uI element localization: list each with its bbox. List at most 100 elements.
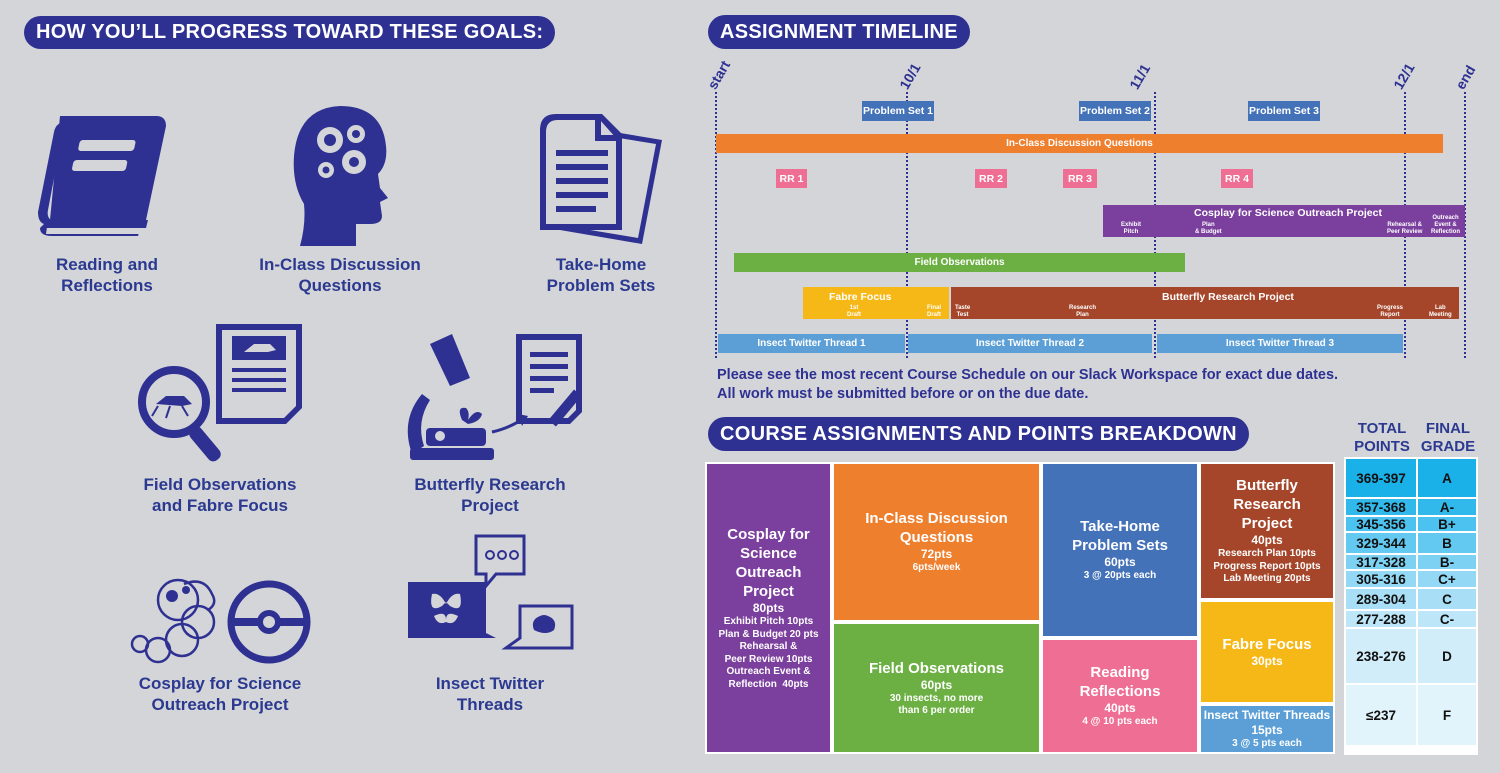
- cosplay-bar: Cosplay for Science Outreach Project Exh…: [1103, 205, 1465, 237]
- tm-field: Field Observations 60pts 30 insects, no …: [832, 622, 1041, 754]
- tm-twitter: Insect Twitter Threads 15pts 3 @ 5 pts e…: [1199, 704, 1335, 754]
- tm-fabre-title: Fabre Focus: [1222, 636, 1312, 653]
- grade-letter-cell: C+: [1418, 571, 1476, 587]
- butterfly-bar-title: Butterfly Research Project: [1162, 291, 1294, 303]
- goal-discussion-line2: Questions: [298, 276, 382, 295]
- tm-field-points: 60pts: [920, 677, 953, 692]
- goal-butterfly-label: Butterfly Research Project: [400, 474, 580, 516]
- tm-reading-details: 4 @ 10 pts each: [1082, 716, 1158, 728]
- rr-4-chip: RR 4: [1221, 169, 1253, 188]
- grade-header-grade: FINAL GRADE: [1420, 420, 1476, 455]
- tick-line-oct: [906, 92, 908, 358]
- fabre-sub-final: Final Draft: [927, 305, 942, 318]
- grade-letter-cell: A-: [1418, 499, 1476, 515]
- book-icon: [38, 116, 166, 236]
- cosplay-sub-rehearsal: Rehearsal & Peer Review: [1387, 222, 1423, 235]
- grade-points-cell: 369-397: [1346, 459, 1416, 497]
- rr-3-chip: RR 3: [1063, 169, 1097, 188]
- rr-1-chip: RR 1: [776, 169, 807, 188]
- grade-letter-cell: D: [1418, 629, 1476, 683]
- grade-letter-cell: C: [1418, 589, 1476, 609]
- tm-twitter-title: Insect Twitter Threads: [1203, 707, 1331, 722]
- chat-bubbles-icon: [408, 534, 574, 650]
- butterfly-sub-progress: Progress Report: [1377, 305, 1404, 318]
- tm-butterfly-details: Research Plan 10pts Progress Report 10pt…: [1213, 548, 1321, 585]
- tm-problemsets-title: Take-Home Problem Sets: [1072, 518, 1168, 555]
- twitter-thread-3-bar: Insect Twitter Thread 3: [1157, 334, 1403, 353]
- fabre-bar-title: Fabre Focus: [829, 291, 892, 303]
- progress-header-text: HOW YOU’LL PROGRESS TOWARD THESE GOALS:: [36, 21, 544, 43]
- goal-discussion-label: In-Class Discussion Questions: [240, 254, 440, 296]
- tm-field-details: 30 insects, no more than 6 per order: [889, 692, 984, 717]
- tm-reading-points: 40pts: [1104, 701, 1136, 716]
- cosplay-bar-title: Cosplay for Science Outreach Project: [1194, 207, 1382, 219]
- tick-label-start: start: [704, 57, 734, 92]
- tm-discussion-points: 72pts: [920, 547, 953, 562]
- grade-points-cell: 277-288: [1346, 611, 1416, 627]
- tick-label-end: end: [1452, 62, 1479, 92]
- breakdown-header-text: COURSE ASSIGNMENTS AND POINTS BREAKDOWN: [720, 422, 1237, 445]
- documents-icon: [540, 114, 662, 244]
- goal-butterfly-line2: Project: [461, 496, 519, 515]
- goal-reading-line2: Reflections: [61, 276, 153, 295]
- grade-points-cell: 329-344: [1346, 533, 1416, 553]
- caterpillar-pokeball-icon: [130, 578, 311, 664]
- twitter-thread-2-bar: Insect Twitter Thread 2: [908, 334, 1152, 353]
- goal-reading-line1: Reading and: [55, 255, 158, 274]
- problem-set-3-chip: Problem Set 3: [1248, 101, 1320, 121]
- tm-twitter-points: 15pts: [1251, 722, 1283, 737]
- goal-field-line2: and Fabre Focus: [151, 496, 289, 515]
- timeline-note: Please see the most recent Course Schedu…: [717, 366, 1338, 404]
- tm-butterfly: Butterfly Research Project 40pts Researc…: [1199, 462, 1335, 600]
- tm-problemsets-points: 60pts: [1104, 555, 1136, 570]
- goal-reading-label: Reading and Reflections: [22, 254, 192, 296]
- grade-points-cell: 305-316: [1346, 571, 1416, 587]
- timeline-header: ASSIGNMENT TIMELINE: [708, 15, 970, 49]
- tick-label-dec: 12/1: [1390, 60, 1418, 92]
- problem-set-2-chip: Problem Set 2: [1079, 101, 1151, 121]
- goal-cosplay-line1: Cosplay for Science: [138, 674, 302, 693]
- tm-discussion-details: 6pts/week: [912, 562, 961, 574]
- goal-twitter-label: Insect Twitter Threads: [400, 673, 580, 715]
- goal-twitter-line1: Insect Twitter: [435, 674, 545, 693]
- problem-set-1-chip: Problem Set 1: [862, 101, 934, 121]
- timeline-header-text: ASSIGNMENT TIMELINE: [720, 20, 958, 43]
- goal-butterfly-line1: Butterfly Research: [414, 475, 566, 494]
- tm-fabre: Fabre Focus 30pts: [1199, 600, 1335, 704]
- grade-points-cell: 289-304: [1346, 589, 1416, 609]
- field-observations-bar: Field Observations: [734, 253, 1185, 272]
- tm-cosplay: Cosplay for Science Outreach Project 80p…: [705, 462, 832, 754]
- goal-cosplay-label: Cosplay for Science Outreach Project: [120, 673, 320, 715]
- tm-discussion-title: In-Class Discussion Questions: [865, 510, 1008, 547]
- tm-problemsets: Take-Home Problem Sets 60pts 3 @ 20pts e…: [1041, 462, 1199, 638]
- cosplay-sub-pitch: Exhibit Pitch: [1121, 222, 1142, 235]
- butterfly-sub-plan: Research Plan: [1069, 305, 1097, 318]
- goal-field-line1: Field Observations: [143, 475, 297, 494]
- rr-2-chip: RR 2: [975, 169, 1007, 188]
- grade-points-cell: 357-368: [1346, 499, 1416, 515]
- tick-label-oct: 10/1: [896, 60, 924, 92]
- fabre-sub-first: 1st Draft: [847, 305, 862, 318]
- tick-line-end: [1464, 92, 1466, 358]
- tm-discussion: In-Class Discussion Questions 72pts 6pts…: [832, 462, 1041, 622]
- grade-points-cell: 317-328: [1346, 555, 1416, 570]
- microscope-butterfly-icon: [407, 334, 582, 460]
- goal-twitter-line2: Threads: [456, 695, 524, 714]
- tm-field-title: Field Observations: [868, 659, 1005, 677]
- timeline-note-line1: Please see the most recent Course Schedu…: [717, 367, 1339, 383]
- butterfly-bar: Butterfly Research Project Taste Test Re…: [951, 287, 1459, 319]
- progress-header: HOW YOU’LL PROGRESS TOWARD THESE GOALS:: [24, 16, 556, 49]
- cosplay-sub-budget: Plan & Budget: [1195, 222, 1222, 235]
- grade-letter-cell: A: [1418, 459, 1476, 497]
- tm-cosplay-details: Exhibit Pitch 10pts Plan & Budget 20 pts…: [718, 616, 819, 690]
- cosplay-sub-outreach: Outreach Event & Reflection: [1431, 215, 1461, 235]
- tm-twitter-details: 3 @ 5 pts each: [1232, 737, 1302, 749]
- grade-letter-cell: C-: [1418, 611, 1476, 627]
- fabre-bar: Fabre Focus 1st Draft Final Draft: [803, 287, 949, 319]
- timeline-note-line2: All work must be submitted before or on …: [717, 386, 1089, 402]
- discussion-bar: In-Class Discussion Questions: [716, 134, 1443, 153]
- magnifier-insect-icon: [138, 324, 302, 462]
- butterfly-sub-taste: Taste Test: [955, 305, 971, 318]
- tm-fabre-points: 30pts: [1251, 654, 1283, 668]
- grade-letter-cell: B-: [1418, 555, 1476, 570]
